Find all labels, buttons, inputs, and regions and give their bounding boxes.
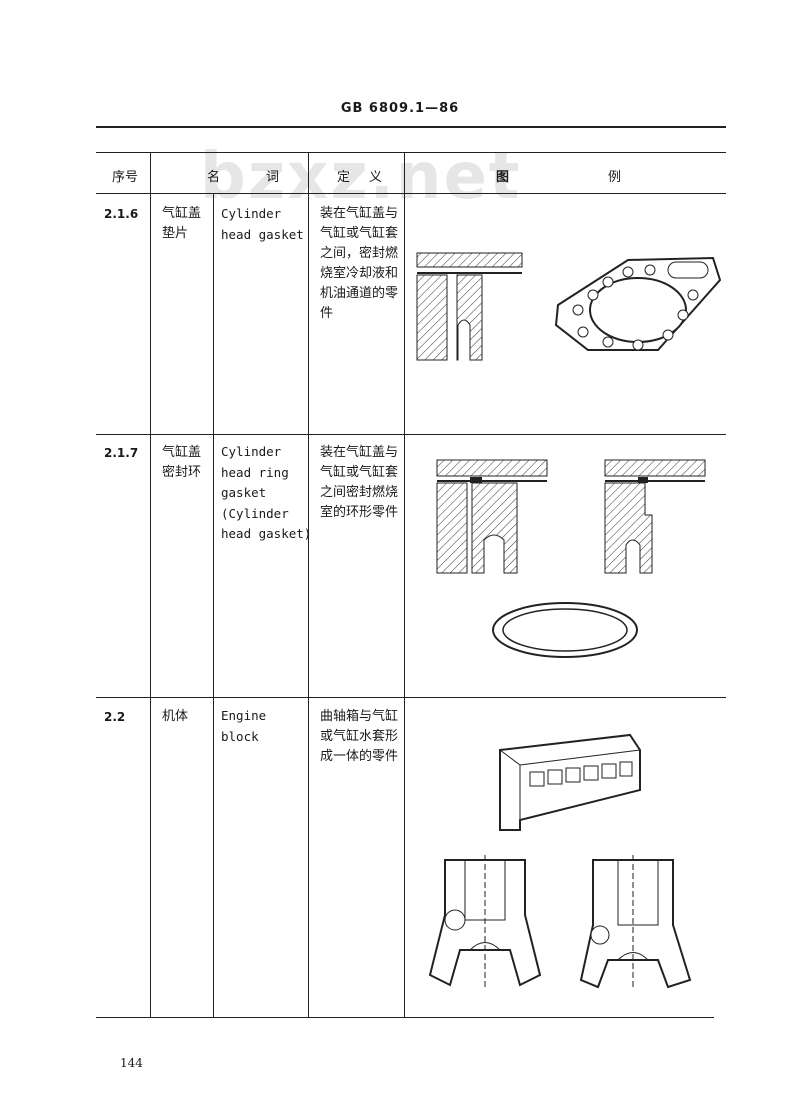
bottom-rule — [96, 1017, 714, 1018]
header-fig-a: 图 — [496, 170, 510, 185]
term-english: Engine block — [221, 708, 267, 744]
ring-gasket-section-figure-right — [604, 459, 706, 574]
term-chinese: 气缸盖密封环 — [162, 445, 202, 480]
gasket-plate-figure — [554, 256, 722, 351]
header-def-b: 义 — [369, 170, 383, 185]
row-rule — [96, 697, 726, 698]
header-no: 序号 — [112, 170, 139, 185]
term-definition: 曲轴箱与气缸或气缸水套形成一体的零件 — [320, 709, 399, 764]
term-definition: 装在气缸盖与气缸或气缸套之间密封燃烧室的环形零件 — [320, 445, 399, 520]
row-number: 2.1.7 — [104, 446, 139, 460]
header-fig-b: 例 — [608, 170, 622, 185]
header-name-a: 名 — [207, 170, 221, 185]
term-english: Cylinder head gasket — [221, 206, 304, 242]
term-english: Cylinder head ring gasket (Cylinder head… — [221, 444, 312, 541]
ring-gasket-figure — [492, 602, 638, 658]
standard-number: GB 6809.1—86 — [340, 101, 460, 116]
row-number: 2.2 — [104, 710, 126, 724]
row-rule — [96, 434, 726, 435]
term-chinese: 气缸盖垫片 — [162, 206, 202, 241]
engine-block-perspective-figure — [499, 733, 641, 831]
column-divider — [150, 152, 151, 1017]
column-divider — [404, 152, 405, 1017]
page-number: 144 — [120, 1056, 143, 1070]
gasket-section-figure — [416, 252, 523, 361]
engine-block-section-figure-left — [428, 855, 542, 990]
column-divider — [308, 152, 309, 1017]
header-top-rule — [96, 152, 726, 153]
column-divider — [213, 194, 214, 1017]
header-bottom-rule — [96, 193, 726, 194]
engine-block-section-figure-right — [579, 855, 692, 990]
term-definition: 装在气缸盖与气缸或气缸套之间，密封燃烧室冷却液和机油通道的零件 — [320, 206, 399, 321]
term-chinese: 机体 — [162, 709, 189, 724]
row-number: 2.1.6 — [104, 207, 139, 221]
ring-gasket-section-figure-left — [436, 459, 548, 574]
header-def-a: 定 — [337, 170, 351, 185]
header-name-b: 词 — [266, 170, 280, 185]
top-rule — [96, 126, 726, 128]
